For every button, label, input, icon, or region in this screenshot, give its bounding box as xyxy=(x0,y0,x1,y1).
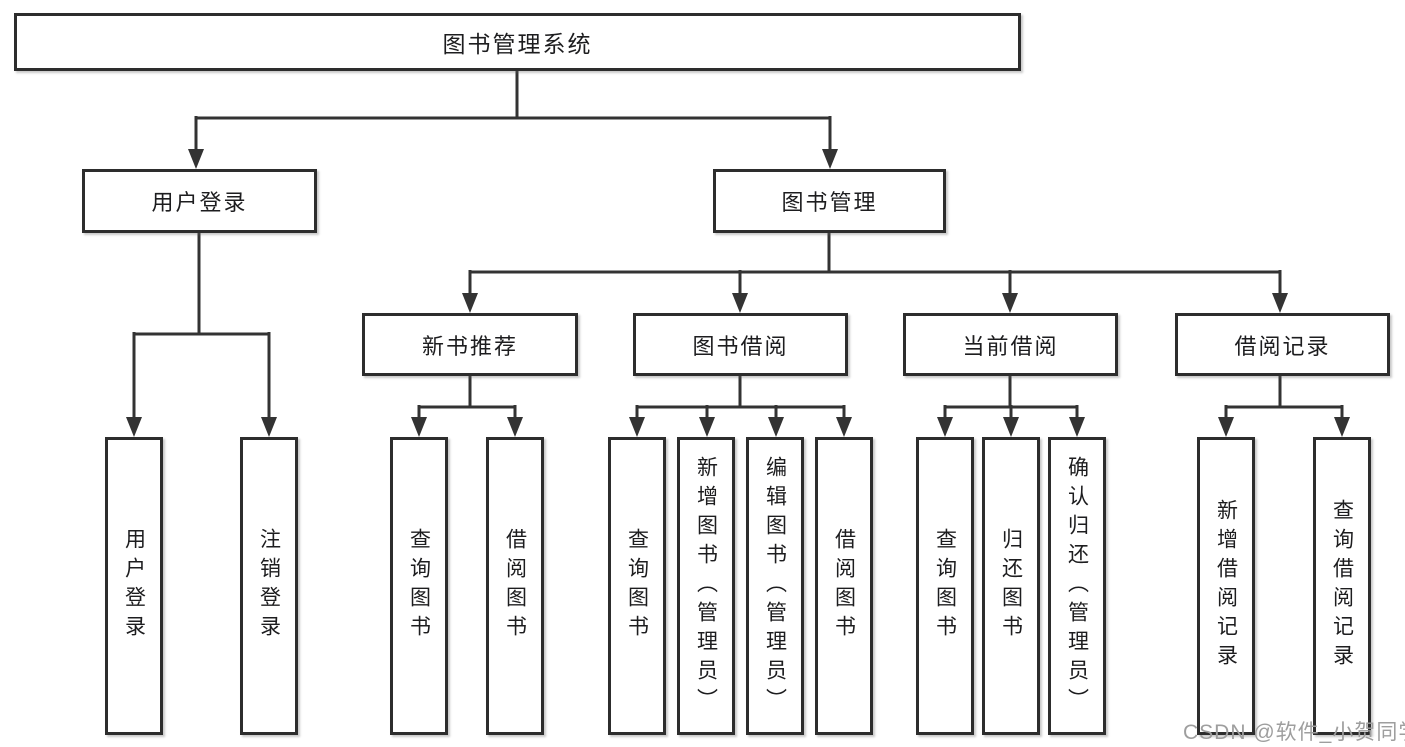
node-label: 当前借阅 xyxy=(962,333,1059,359)
node-library-management-system: 图书管理系统 xyxy=(14,13,1021,71)
node-label: 查询图书 xyxy=(407,528,431,644)
node-label: 图书管理 xyxy=(781,190,878,215)
node-label: 用户登录 xyxy=(151,190,248,215)
node-label: 注销登录 xyxy=(257,528,281,644)
node-label: 编辑图书（管理员） xyxy=(763,455,787,717)
node-user-login: 用户登录 xyxy=(82,169,317,233)
node-query-books-current: 查询图书 xyxy=(916,437,974,735)
node-query-books-borrow: 查询图书 xyxy=(608,437,666,735)
node-add-books-admin: 新增图书（管理员） xyxy=(677,437,735,735)
node-borrow-books-recommend: 借阅图书 xyxy=(486,437,544,735)
node-current-borrowing: 当前借阅 xyxy=(903,313,1118,376)
node-book-borrowing: 图书借阅 xyxy=(633,313,848,376)
node-label: 借阅图书 xyxy=(832,528,856,644)
node-logout: 注销登录 xyxy=(240,437,298,735)
node-edit-books-admin: 编辑图书（管理员） xyxy=(746,437,804,735)
node-label: 确认归还（管理员） xyxy=(1065,455,1089,717)
node-confirm-return-admin: 确认归还（管理员） xyxy=(1048,437,1106,735)
node-return-books: 归还图书 xyxy=(982,437,1040,735)
node-borrowing-records: 借阅记录 xyxy=(1175,313,1390,376)
node-label: 借阅记录 xyxy=(1234,333,1331,359)
node-label: 新书推荐 xyxy=(421,333,518,359)
node-label: 图书借阅 xyxy=(692,333,789,359)
node-label: 查询借阅记录 xyxy=(1330,499,1354,673)
node-label: 图书管理系统 xyxy=(442,31,593,57)
node-label: 查询图书 xyxy=(625,528,649,644)
node-label: 用户登录 xyxy=(122,528,146,644)
node-book-management: 图书管理 xyxy=(713,169,946,233)
node-query-books-recommend: 查询图书 xyxy=(390,437,448,735)
node-label: 新增图书（管理员） xyxy=(694,455,718,717)
node-add-borrow-record: 新增借阅记录 xyxy=(1197,437,1255,735)
node-label: 新增借阅记录 xyxy=(1214,499,1238,673)
node-user-login-leaf: 用户登录 xyxy=(105,437,163,735)
node-borrow-books: 借阅图书 xyxy=(815,437,873,735)
node-label: 归还图书 xyxy=(999,528,1023,644)
node-query-borrow-record: 查询借阅记录 xyxy=(1313,437,1371,735)
node-label: 查询图书 xyxy=(933,528,957,644)
node-label: 借阅图书 xyxy=(503,528,527,644)
csdn-watermark: CSDN @软件_小贺同学 xyxy=(1183,721,1405,744)
node-new-book-recommendation: 新书推荐 xyxy=(362,313,578,376)
